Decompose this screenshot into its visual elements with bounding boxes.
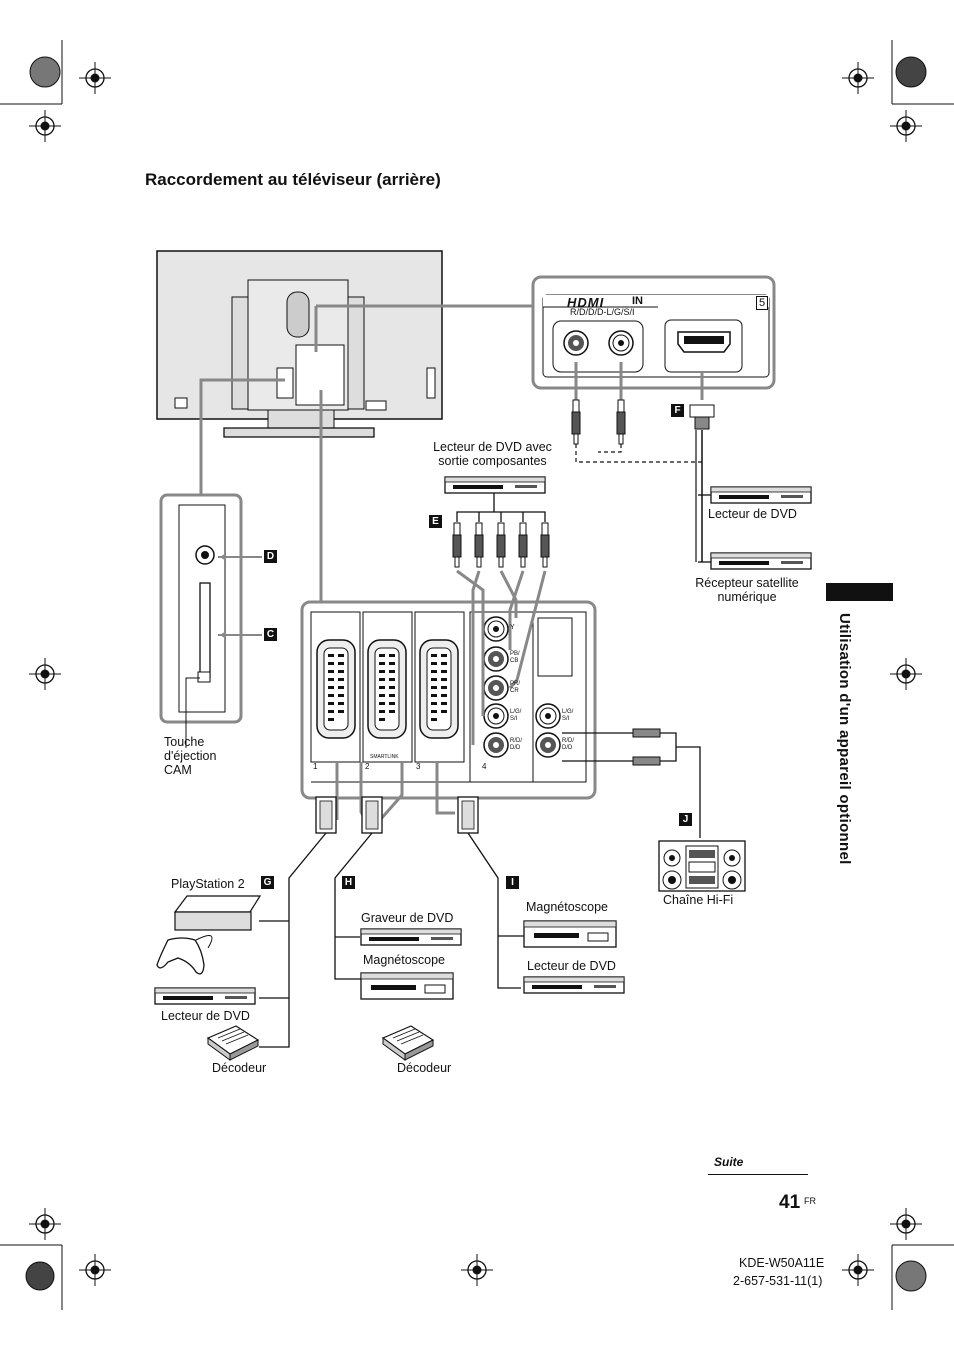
crop-marks — [0, 40, 954, 1310]
label-cam-eject: Touche d'éjection CAM — [164, 735, 217, 777]
label-decoder-mid: Décodeur — [397, 1061, 452, 1075]
page-number: 41 — [779, 1192, 801, 1213]
suite-rule — [708, 1174, 808, 1175]
side-tab-text: Utilisation d'un appareil optionnel — [836, 613, 853, 865]
rear-panel — [300, 390, 597, 800]
model-number: KDE-W50A11E — [739, 1256, 825, 1270]
label-dvd-component: Lecteur de DVD avec sortie composantes — [433, 440, 552, 468]
label-vcr-mid: Magnétoscope — [363, 953, 446, 967]
rear-pb-label: PB/ CB — [510, 651, 520, 664]
label-dvd-right: Lecteur de DVD — [708, 507, 797, 521]
label-dvd-recorder: Graveur de DVD — [361, 911, 454, 925]
scart-2-number: 2 — [365, 762, 370, 771]
hdmi-port-number: 5 — [756, 296, 769, 310]
label-dvd-left: Lecteur de DVD — [161, 1009, 250, 1023]
smartlink-label: SMARTLINK — [370, 754, 399, 760]
badge-j: J — [679, 813, 692, 826]
badge-f: F — [671, 404, 684, 417]
badge-c: C — [264, 628, 277, 641]
label-decoder-left: Décodeur — [212, 1061, 267, 1075]
hdmi-in-label: IN — [632, 295, 643, 307]
hdmi-logo: HDMI — [567, 295, 605, 310]
rear-lgsi-label-2: L/G/ S/I — [562, 709, 574, 722]
hifi-system — [658, 840, 746, 892]
badge-h: H — [342, 876, 355, 889]
suite-label: Suite — [714, 1155, 744, 1169]
hdmi-inset — [531, 275, 776, 390]
badge-e: E — [429, 515, 442, 528]
badge-i: I — [506, 876, 519, 889]
label-vcr-right: Magnétoscope — [526, 900, 609, 914]
label-satellite: Récepteur satellite numérique — [695, 576, 799, 604]
rear-rdd-label-2: R/D/ D/D — [562, 738, 574, 751]
hdmi-audio-label: R/D/D/D-L/G/S/I — [570, 307, 635, 317]
rear-y-label: Y — [510, 624, 515, 631]
label-playstation: PlayStation 2 — [171, 877, 245, 891]
label-dvd-bottom-right: Lecteur de DVD — [527, 959, 616, 973]
cam-panel — [159, 493, 243, 724]
tv-back — [156, 250, 443, 438]
language-code: FR — [804, 1196, 816, 1206]
side-tab-bar — [826, 583, 893, 601]
badge-d: D — [264, 550, 277, 563]
section-heading: Raccordement au téléviseur (arrière) — [145, 170, 441, 189]
rear-lgsi-label: L/G/ S/I — [510, 709, 522, 722]
scart-3-number: 3 — [416, 762, 421, 771]
rear-pr-label: PR/ CR — [510, 681, 521, 694]
scart-1-number: 1 — [313, 762, 318, 771]
badge-g: G — [261, 876, 274, 889]
playstation-2 — [156, 895, 262, 975]
input-4-number: 4 — [482, 762, 487, 771]
rear-rdd-label: R/D/ D/D — [510, 738, 522, 751]
label-hifi: Chaîne Hi-Fi — [663, 893, 734, 907]
document-code: 2-657-531-11(1) — [733, 1274, 823, 1288]
